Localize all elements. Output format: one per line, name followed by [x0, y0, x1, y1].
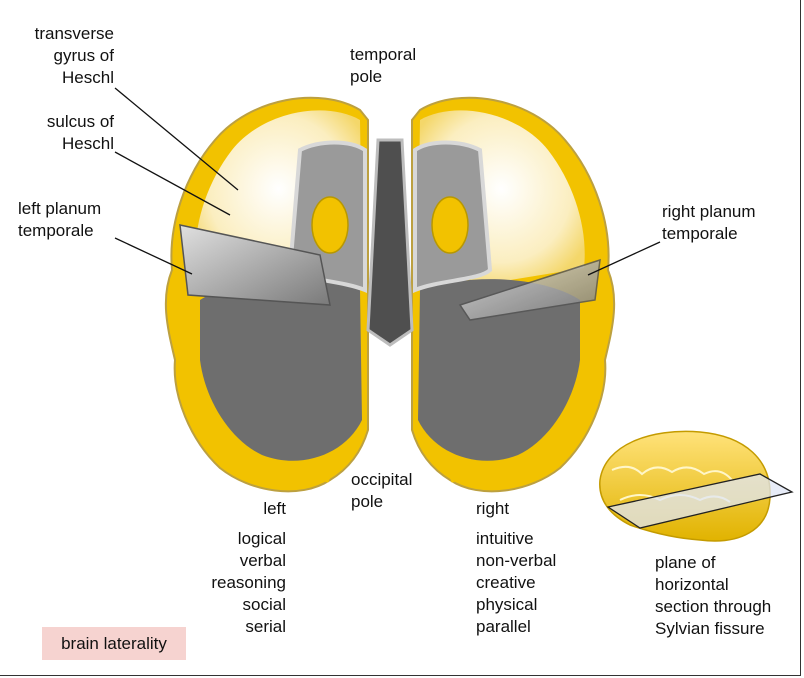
- label-left-planum: left planum temporale: [18, 198, 138, 242]
- caption-tag: brain laterality: [42, 627, 186, 660]
- label-occipital-pole: occipital pole: [351, 469, 441, 513]
- right-trait: physical: [476, 594, 596, 616]
- right-trait: creative: [476, 572, 596, 594]
- label-sulcus-heschl: sulcus of Heschl: [10, 111, 114, 155]
- left-title: left: [180, 498, 286, 520]
- right-trait: intuitive: [476, 528, 596, 550]
- lateral-brain-inset: [600, 431, 792, 541]
- left-trait: logical: [180, 528, 286, 550]
- left-trait: verbal: [180, 550, 286, 572]
- label-plane-caption: plane of horizontal section through Sylv…: [655, 552, 800, 640]
- label-temporal-pole: temporal pole: [350, 44, 440, 88]
- left-trait: reasoning: [180, 572, 286, 594]
- left-trait: social: [180, 594, 286, 616]
- label-right-planum: right planum temporale: [662, 201, 787, 245]
- right-title: right: [476, 498, 596, 520]
- label-transverse-gyrus: transverse gyrus of Heschl: [10, 23, 114, 89]
- left-trait: serial: [180, 616, 286, 638]
- right-hemisphere-traits: right intuitive non-verbal creative phys…: [476, 498, 596, 638]
- left-hemisphere-traits: left logical verbal reasoning social ser…: [180, 498, 286, 638]
- right-trait: parallel: [476, 616, 596, 638]
- right-trait: non-verbal: [476, 550, 596, 572]
